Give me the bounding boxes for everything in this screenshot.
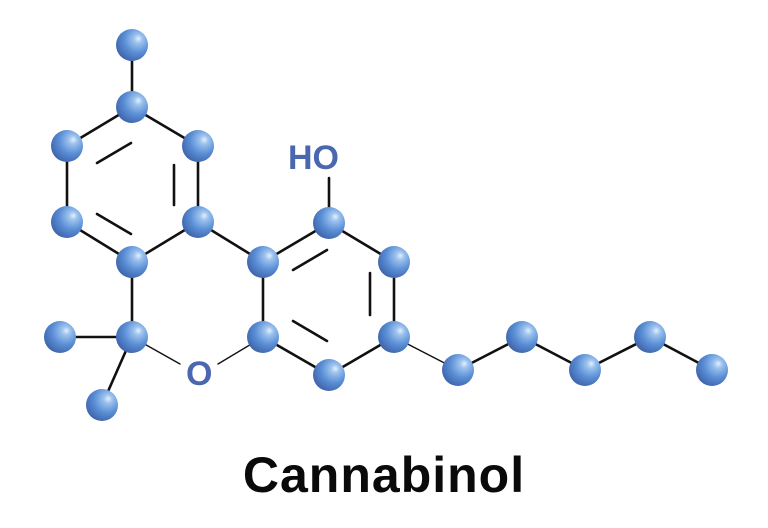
- atom-c-ring1-bottom: [116, 246, 148, 278]
- atom-c-chain-4: [634, 321, 666, 353]
- atom-c-methyl-left: [44, 321, 76, 353]
- atom-c-ring1-lr: [182, 206, 214, 238]
- atom-c-ring3-ll: [247, 321, 279, 353]
- oxygen-label: O: [186, 355, 213, 393]
- atom-c-chain-2: [506, 321, 538, 353]
- atom-c-methyl-top: [116, 29, 148, 61]
- bonds: [58, 43, 714, 407]
- atoms: [44, 29, 728, 421]
- atom-c-ring3-ur: [378, 246, 410, 278]
- atom-c-quaternary: [116, 321, 148, 353]
- hydroxyl-label: HO: [288, 139, 339, 177]
- atom-c-ring1-ur: [182, 130, 214, 162]
- atom-c-ring3-lr: [378, 321, 410, 353]
- atom-c-chain-1: [442, 354, 474, 386]
- atom-c-ring1-ll: [51, 206, 83, 238]
- atom-c-ring3-bottom: [313, 359, 345, 391]
- atom-c-ring1-ul: [51, 130, 83, 162]
- atom-c-chain-5: [696, 354, 728, 386]
- atom-c-ring3-top: [313, 207, 345, 239]
- atom-c-ring3-ul: [247, 246, 279, 278]
- atom-c-methyl-down: [86, 389, 118, 421]
- atom-c-ring1-top: [116, 91, 148, 123]
- atom-c-chain-3: [569, 354, 601, 386]
- molecule-name: Cannabinol: [242, 447, 526, 503]
